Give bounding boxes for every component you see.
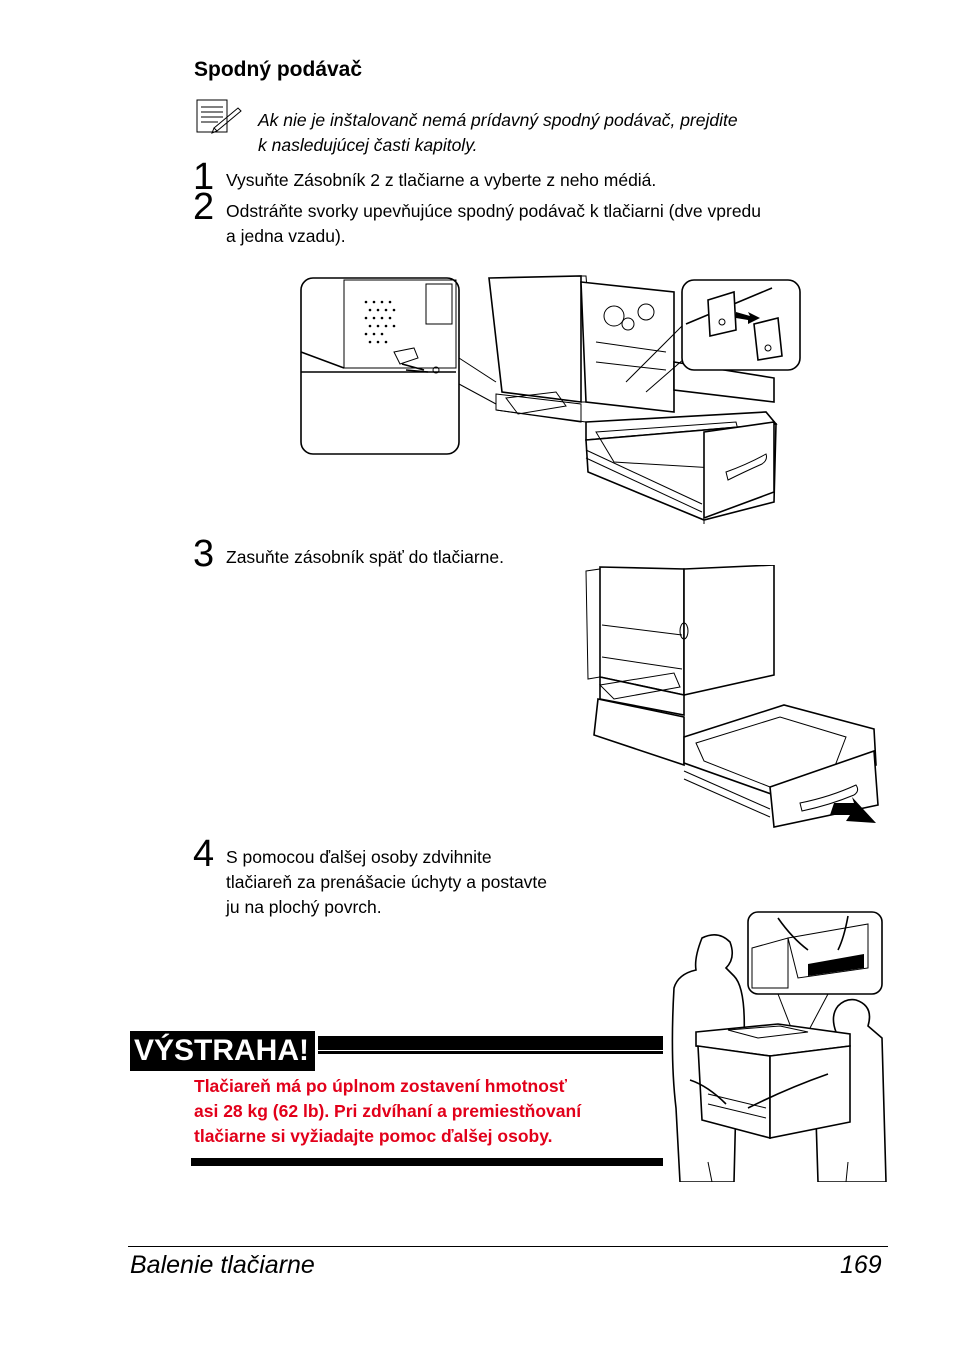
note-line-1: Ak nie je inštalovanč nemá prídavný spod…: [258, 110, 738, 130]
warning-label: VÝSTRAHA!: [130, 1031, 316, 1071]
step-number-3: 3: [193, 533, 215, 575]
warning-bar-bottom: [191, 1158, 663, 1166]
warning-bar-top: [318, 1036, 663, 1050]
warning-line-3: tlačiarne si vyžiadajte pomoc ďalšej oso…: [194, 1126, 553, 1146]
step-text-4: S pomocou ďalšej osoby zdvihnite tlačiar…: [226, 845, 547, 920]
step-number-2: 2: [193, 186, 215, 228]
step-number-1: 1: [193, 156, 215, 198]
step-4-line-3: ju na plochý povrch.: [226, 897, 382, 917]
page-number: 169: [840, 1251, 882, 1279]
warning-text: Tlačiareň má po úplnom zostavení hmotnos…: [194, 1074, 664, 1149]
illustration-close-tray: [585, 565, 879, 828]
step-4-line-1: S pomocou ďalšej osoby zdvihnite: [226, 847, 492, 867]
step-text-1: Vysuňte Zásobník 2 z tlačiarne a vyberte…: [226, 170, 657, 190]
section-title: Spodný podávač: [194, 58, 363, 81]
step-2-line-1: Odstráňte svorky upevňujúce spodný podáv…: [226, 201, 762, 221]
footer-title: Balenie tlačiarne: [130, 1251, 315, 1279]
illustration-remove-clips: [300, 275, 801, 524]
illustration-lift-printer: [671, 911, 887, 1182]
step-text-2: Odstráňte svorky upevňujúce spodný podáv…: [226, 199, 761, 249]
step-2-line-2: a jedna vzadu).: [226, 226, 346, 246]
step-4-line-2: tlačiareň za prenášacie úchyty a postavt…: [226, 872, 548, 892]
note-text: Ak nie je inštalovanč nemá prídavný spod…: [258, 108, 858, 158]
step-text-3: Zasuňte zásobník späť do tlačiarne.: [226, 547, 504, 567]
footer-divider: [128, 1246, 888, 1247]
note-line-2: k nasledujúcej časti kapitoly.: [258, 135, 478, 155]
warning-line-1: Tlačiareň má po úplnom zostavení hmotnos…: [194, 1076, 568, 1096]
step-number-4: 4: [193, 833, 215, 875]
note-pencil-icon: [196, 99, 242, 134]
warning-bar-thin: [318, 1051, 663, 1054]
warning-line-2: asi 28 kg (62 lb). Pri zdvíhaní a premie…: [194, 1101, 582, 1121]
